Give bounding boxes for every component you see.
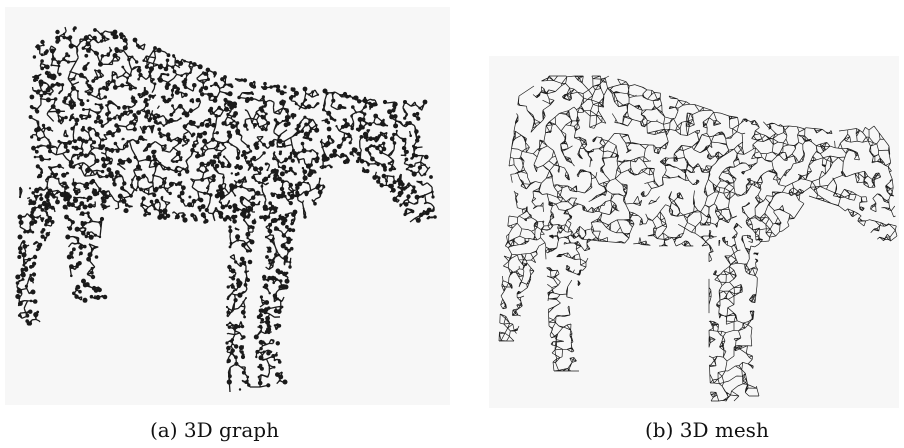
- horse-graph-illustration: [5, 7, 450, 405]
- caption-b: (b) 3D mesh: [645, 418, 769, 442]
- horse-mesh-illustration: [489, 56, 899, 408]
- caption-a: (a) 3D graph: [150, 418, 279, 442]
- subfigure-a-3d-graph: [5, 7, 450, 405]
- subfigure-b-3d-mesh: [489, 56, 899, 408]
